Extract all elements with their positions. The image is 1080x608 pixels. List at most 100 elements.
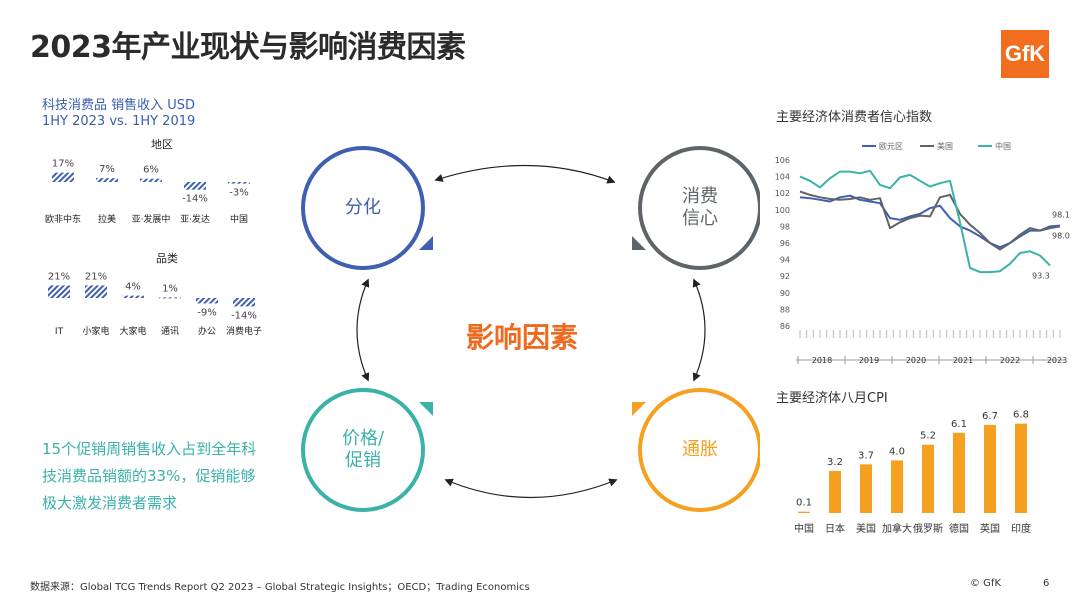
category-label: 通讯: [161, 326, 179, 337]
arrow-left: [356, 278, 370, 382]
category-label: 办公: [198, 325, 216, 337]
cpi-bar: [798, 511, 810, 513]
year-label: 2021: [953, 356, 973, 365]
category-label: 小家电: [82, 325, 109, 337]
bar-value-label: 21%: [85, 271, 107, 282]
cpi-bar: [1015, 423, 1027, 513]
category-label: 拉美: [98, 213, 116, 225]
year-label: 2019: [859, 356, 879, 365]
sales-heading-line2: 1HY 2023 vs. 1HY 2019: [42, 114, 196, 129]
series-line: [799, 190, 1061, 251]
y-tick-label: 96: [780, 239, 790, 248]
bar: [159, 297, 181, 299]
cpi-value-label: 3.7: [858, 450, 874, 461]
promo-text: 15个促销周销售收入占到全年科技消费品销额的33%，促销能够极大激发消费者需求: [42, 440, 257, 512]
category-label: 中国: [230, 213, 248, 225]
end-label: 98.0: [1052, 231, 1070, 240]
cpi-category-label: 加拿大: [882, 522, 912, 535]
y-tick-label: 86: [780, 322, 790, 331]
label-inflation: 通胀: [682, 439, 718, 460]
footer-copyright: © GfK: [970, 578, 1002, 589]
cpi-category-label: 日本: [825, 522, 845, 535]
influence-diagram: [301, 146, 760, 512]
category-label: 大家电: [119, 325, 146, 337]
y-tick-label: 98: [780, 222, 790, 231]
bar: [52, 172, 74, 182]
category-label: 消费电子: [226, 325, 262, 337]
bar-value-label: -14%: [231, 310, 257, 321]
gfk-logo: GfK: [1001, 30, 1049, 78]
cpi-bar: [829, 470, 841, 513]
cpi-category-label: 英国: [980, 522, 1000, 535]
bar-value-label: 21%: [48, 271, 70, 282]
label-price-promo: 价格/ 促销: [323, 428, 403, 472]
cpi-category-label: 中国: [794, 522, 814, 535]
y-tick-label: 102: [775, 189, 790, 198]
cpi-bar: [891, 460, 903, 513]
cpi-bar: [984, 424, 996, 513]
logo-text: GfK: [1004, 41, 1046, 66]
circle-divergence: [301, 146, 425, 270]
category-label: 亚·发达: [180, 213, 210, 225]
cpi-category-label: 俄罗斯: [913, 522, 943, 535]
arrow-bottom: [444, 478, 618, 499]
footer-source: 数据来源：Global TCG Trends Report Q2 2023 – …: [30, 582, 530, 593]
y-tick-label: 100: [775, 206, 790, 215]
year-label: 2022: [1000, 356, 1020, 365]
cpi-category-label: 德国: [949, 522, 969, 535]
bar: [184, 182, 206, 190]
bar: [85, 285, 107, 298]
bar-value-label: 1%: [162, 283, 178, 294]
bar: [196, 298, 218, 304]
end-label: 98.1: [1052, 211, 1070, 220]
cpi-bar: [860, 464, 872, 513]
y-tick-label: 94: [780, 256, 790, 265]
year-label: 2018: [812, 356, 832, 365]
series-line: [799, 194, 1061, 249]
cpi-value-label: 6.7: [982, 411, 998, 422]
confidence-chart-title: 主要经济体消费者信心指数: [776, 110, 933, 125]
y-tick-label: 92: [780, 272, 790, 281]
legend-label: 美国: [937, 141, 953, 151]
label-confidence-2: 信心: [682, 208, 718, 229]
bar: [122, 295, 144, 298]
arrow-right: [692, 278, 706, 382]
label-divergence: 分化: [345, 197, 381, 218]
year-label: 2023: [1047, 356, 1067, 365]
small-chart-label: 地区: [151, 138, 173, 151]
year-label: 2020: [906, 356, 926, 365]
page-title: 2023年产业现状与影响消费因素: [30, 30, 466, 65]
bar: [48, 285, 70, 298]
small-chart-label: 品类: [156, 251, 178, 265]
circle-confidence: [638, 146, 760, 270]
triangle-top-left: [419, 236, 433, 250]
sales-heading-line1: 科技消费品 销售收入 USD: [42, 98, 196, 113]
bar: [228, 182, 250, 184]
arrow-top: [434, 164, 616, 184]
series-line: [799, 169, 1051, 274]
bar-value-label: -3%: [229, 188, 248, 199]
bar-value-label: 6%: [143, 165, 159, 176]
cpi-category-label: 美国: [856, 522, 876, 535]
legend-label: 欧元区: [879, 141, 903, 151]
cpi-bar: [953, 432, 965, 513]
label-price-promo-1: 价格/: [341, 428, 385, 449]
bar-value-label: 7%: [99, 164, 115, 175]
legend-label: 中国: [995, 141, 1011, 151]
center-label: 影响因素: [466, 321, 579, 354]
circle-price-promo: [301, 388, 425, 512]
label-confidence: 消费 信心: [660, 186, 740, 230]
bar-value-label: 17%: [52, 159, 74, 170]
cpi-chart: 0.1中国3.2日本3.7美国4.0加拿大5.2俄罗斯6.1德国6.7英国6.8…: [794, 410, 1031, 535]
y-tick-label: 104: [775, 173, 790, 182]
end-label: 93.3: [1032, 271, 1050, 280]
bar-value-label: -9%: [197, 307, 216, 318]
confidence-chart: 欧元区美国中国1061041021009896949290888698.198.…: [775, 141, 1070, 365]
label-price-promo-2: 促销: [345, 450, 381, 471]
bar-value-label: 4%: [125, 282, 141, 293]
cpi-category-label: 印度: [1011, 522, 1031, 535]
cpi-chart-title: 主要经济体八月CPI: [776, 391, 888, 406]
label-confidence-1: 消费: [682, 186, 718, 207]
